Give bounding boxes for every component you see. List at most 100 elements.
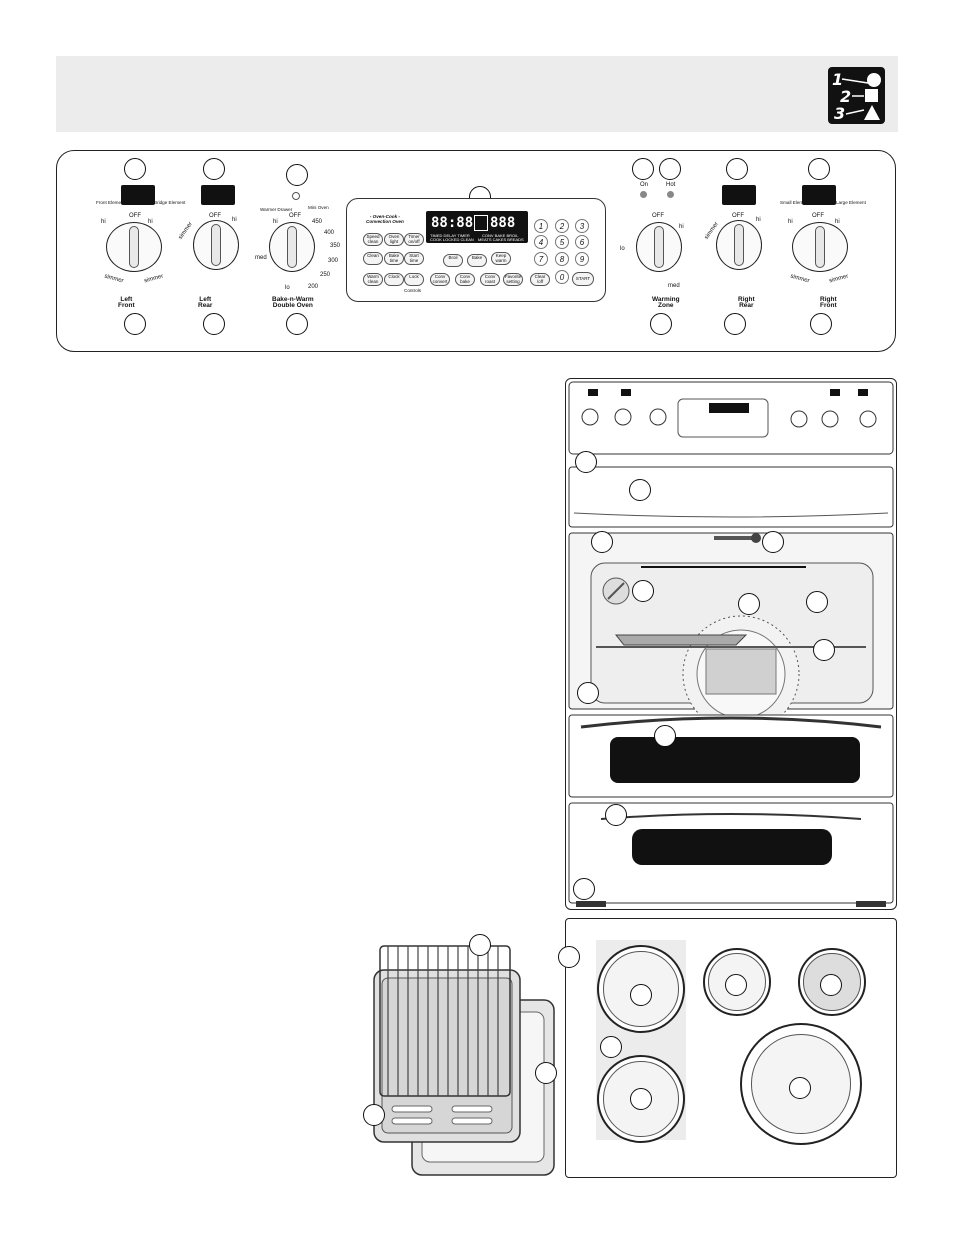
callout	[810, 313, 832, 335]
conv-convert-pad[interactable]: Conv convert	[430, 273, 450, 286]
start-time-pad[interactable]: Start time	[404, 252, 424, 265]
fan-icon	[474, 215, 488, 231]
right-rear-element	[798, 948, 866, 1016]
hot-indicator-light	[667, 191, 674, 198]
callout	[813, 639, 835, 661]
steps-1-2-3-icon: 1 2 3	[828, 67, 885, 124]
lo-label: lo	[285, 285, 290, 291]
speed-clean-pad[interactable]: Speed clean	[363, 233, 383, 246]
off-label: OFF	[652, 213, 664, 219]
bake-time-pad[interactable]: Bake time	[384, 252, 404, 265]
left-rear-knob[interactable]	[193, 220, 239, 270]
controls-label: Controls	[404, 288, 422, 293]
surface-indicator	[802, 185, 836, 205]
start-pad[interactable]: START	[572, 272, 594, 286]
warming-zone-knob[interactable]	[636, 222, 682, 272]
on-label: On	[640, 182, 649, 188]
warm-clean-pad[interactable]: Warm clean	[363, 273, 383, 286]
clean-pad[interactable]: Clean	[363, 252, 383, 265]
key-0[interactable]: 0	[555, 270, 569, 284]
callout	[725, 974, 747, 996]
callout	[820, 974, 842, 996]
med-label: med	[668, 283, 680, 289]
callout	[629, 479, 651, 501]
bridge-element-label: Bridge Element	[154, 200, 186, 205]
right-front-knob[interactable]	[792, 222, 848, 272]
key-6[interactable]: 6	[575, 235, 589, 249]
broiler-pan-and-insert	[372, 938, 564, 1178]
lo-label: lo	[620, 246, 625, 252]
callout	[806, 591, 828, 613]
lcd-sub: COOK LOCKED CLEAN	[430, 237, 474, 242]
bake-n-warm-knob[interactable]	[269, 222, 315, 272]
lock-pad[interactable]: Lock	[404, 273, 424, 286]
callout	[577, 682, 599, 704]
oven-light-pad[interactable]: Oven light	[384, 233, 404, 246]
key-7[interactable]: 7	[534, 252, 548, 266]
callout	[363, 1104, 385, 1126]
conv-roast-pad[interactable]: Conv roast	[480, 273, 500, 286]
off-label: OFF	[812, 213, 824, 219]
callout	[654, 725, 676, 747]
off-label: OFF	[732, 213, 744, 219]
large-element-label: Large Element	[836, 200, 866, 205]
callout	[575, 451, 597, 473]
off-label: OFF	[289, 213, 301, 219]
svg-text:1: 1	[832, 70, 843, 89]
hi-label: hi	[788, 219, 793, 225]
lcd-sub: MEATS CAKES BREADS	[478, 237, 524, 242]
lcd-display: 88:88 888 TIMED DELAY TIMER COOK LOCKED …	[426, 211, 528, 243]
callout	[630, 1088, 652, 1110]
temp-digits: 888	[490, 215, 516, 231]
warming-zone-element	[703, 948, 771, 1016]
mini-oven-label: Mini Oven	[308, 205, 329, 210]
callout	[286, 164, 308, 186]
callout	[724, 313, 746, 335]
off-label: OFF	[129, 213, 141, 219]
left-front-label: Left Front	[118, 296, 135, 309]
range-illustration	[568, 381, 894, 907]
callout	[600, 1036, 622, 1058]
callout	[659, 158, 681, 180]
clock-pad[interactable]: Clock	[384, 273, 404, 286]
callout	[286, 313, 308, 335]
right-rear-knob[interactable]	[716, 220, 762, 270]
favorite-setting-pad[interactable]: Favorite setting	[503, 273, 523, 286]
front-element-label: Front Element	[96, 200, 125, 205]
hi-label: hi	[835, 219, 840, 225]
callout	[469, 934, 491, 956]
hi-label: hi	[756, 217, 761, 223]
callout	[789, 1077, 811, 1099]
svg-text:3: 3	[834, 104, 845, 123]
callout	[535, 1062, 557, 1084]
keep-warm-pad[interactable]: Keep warm	[491, 252, 511, 265]
key-8[interactable]: 8	[555, 252, 569, 266]
key-9[interactable]: 9	[575, 252, 589, 266]
key-3[interactable]: 3	[575, 219, 589, 233]
right-front-label: Right Front	[820, 296, 837, 309]
callout	[203, 313, 225, 335]
broil-pad[interactable]: Broil	[443, 254, 463, 267]
indicator-light	[292, 192, 300, 200]
lcd-sub: TIMED DELAY TIMER	[430, 233, 470, 238]
svg-text:2: 2	[840, 87, 851, 106]
warming-zone-label: Warming Zone	[652, 296, 680, 309]
key-1[interactable]: 1	[534, 219, 548, 233]
key-5[interactable]: 5	[555, 235, 569, 249]
temp-label: 400	[324, 230, 335, 236]
callout	[558, 946, 580, 968]
callout	[738, 593, 760, 615]
callout	[650, 313, 672, 335]
conv-bake-pad[interactable]: Conv bake	[455, 273, 475, 286]
warmer-drawer-label: Warmer Drawer	[260, 207, 293, 212]
left-front-knob[interactable]	[106, 222, 162, 272]
clear-off-pad[interactable]: Clear /off	[530, 273, 550, 286]
bake-pad[interactable]: Bake	[467, 254, 487, 267]
timer-pad[interactable]: Timer on/off	[404, 233, 424, 246]
key-2[interactable]: 2	[555, 219, 569, 233]
hi-label: hi	[148, 219, 153, 225]
on-indicator-light	[640, 191, 647, 198]
small-element-label: Small Element	[780, 200, 810, 205]
key-4[interactable]: 4	[534, 235, 548, 249]
temp-label: 450	[312, 219, 323, 225]
